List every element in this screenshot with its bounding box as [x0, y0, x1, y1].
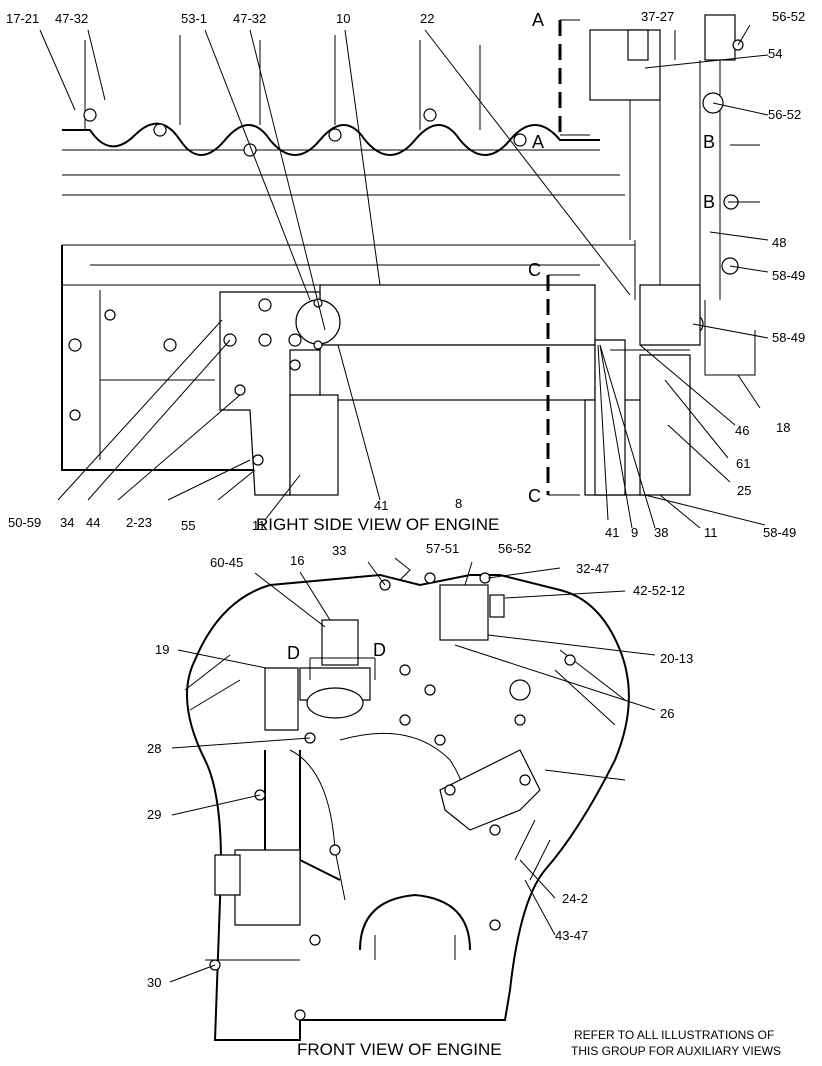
auxiliary-views-note-line-2: THIS GROUP FOR AUXILIARY VIEWS: [571, 1044, 781, 1058]
callout-47-32: 47-32: [233, 11, 266, 26]
leader-lines: [39, 24, 769, 983]
callout-11: 11: [704, 525, 718, 540]
callout-20-13: 20-13: [660, 651, 693, 666]
gasket: [306, 687, 364, 719]
bolt-head: [513, 133, 527, 147]
callout-17-21: 17-21: [6, 11, 39, 26]
flange-plate: [639, 284, 701, 346]
callout-61: 61: [736, 456, 750, 471]
callout-11: 11: [252, 518, 266, 533]
section-marker-a-bottom: A: [532, 132, 544, 152]
callout-42-52-12: 42-52-12: [633, 583, 685, 598]
bracket-right: [639, 354, 691, 496]
callout-26: 26: [660, 706, 674, 721]
section-marker-c-bottom: C: [528, 486, 541, 506]
callout-58-49: 58-49: [763, 525, 796, 540]
callout-41: 41: [605, 525, 619, 540]
right-side-view-title: RIGHT SIDE VIEW OF ENGINE: [256, 515, 499, 534]
callout-50-59: 50-59: [8, 515, 41, 530]
front-view-title: FRONT VIEW OF ENGINE: [297, 1040, 502, 1059]
bolt-head: [69, 409, 81, 421]
section-marker-a-top: A: [532, 10, 544, 30]
manifold-tube-lower: [319, 344, 596, 401]
callout-43-47: 43-47: [555, 928, 588, 943]
callout-8: 8: [455, 496, 462, 511]
callout-41: 41: [374, 498, 388, 513]
callout-58-49: 58-49: [772, 268, 805, 283]
bolt-head: [163, 338, 177, 352]
manifold-tube: [319, 284, 596, 346]
bolt-head: [328, 128, 342, 142]
bolt-head: [153, 123, 167, 137]
callout-37-27: 37-27: [641, 9, 674, 24]
callout-46: 46: [735, 423, 749, 438]
bolt-head: [68, 338, 82, 352]
callout-labels: 17-21 47-32 53-1 47-32 10 22 37-27 56-52…: [6, 9, 805, 990]
gear-housing: [289, 394, 339, 496]
callout-57-51: 57-51: [426, 541, 459, 556]
bolt-head: [423, 108, 437, 122]
section-marker-b-bottom: B: [703, 192, 715, 212]
bolt-head: [234, 384, 246, 396]
crank-bore: [359, 893, 471, 951]
section-marker-b-top: B: [703, 132, 715, 152]
callout-16: 16: [290, 553, 304, 568]
bolt-head: [258, 333, 272, 347]
callout-10: 10: [336, 11, 350, 26]
thermostat-housing: [439, 584, 489, 641]
callout-54: 54: [768, 46, 782, 61]
section-markers: A A B B C C D D: [287, 10, 715, 663]
callout-44: 44: [86, 515, 100, 530]
cover-plate: [439, 749, 541, 831]
engine-block-outline: [61, 245, 255, 471]
callout-33: 33: [332, 543, 346, 558]
bolt-head: [289, 359, 301, 371]
callout-48: 48: [772, 235, 786, 250]
right-side-view-drawing: [61, 14, 760, 496]
section-marker-d-left: D: [287, 643, 300, 663]
sensor-box: [589, 29, 661, 101]
callout-34: 34: [60, 515, 74, 530]
housing-19: [264, 667, 299, 731]
callout-22: 22: [420, 11, 434, 26]
callout-53-1: 53-1: [181, 11, 207, 26]
callout-19: 19: [155, 642, 169, 657]
callout-55: 55: [181, 518, 195, 533]
callout-60-45: 60-45: [210, 555, 243, 570]
housing-30: [234, 849, 301, 926]
valve-cover-outline: [62, 122, 600, 156]
callout-47-32: 47-32: [55, 11, 88, 26]
callout-56-52: 56-52: [498, 541, 531, 556]
callout-56-52: 56-52: [768, 107, 801, 122]
callout-58-49: 58-49: [772, 330, 805, 345]
relay: [704, 14, 736, 61]
auxiliary-views-note-line-1: REFER TO ALL ILLUSTRATIONS OF: [574, 1028, 774, 1042]
callout-18: 18: [776, 420, 790, 435]
front-cover-outline: [186, 573, 630, 1041]
callout-32-47: 32-47: [576, 561, 609, 576]
section-marker-c-top: C: [528, 260, 541, 280]
callout-24-2: 24-2: [562, 891, 588, 906]
bolt-head: [104, 309, 116, 321]
bolt-head: [288, 333, 302, 347]
bolt-head: [258, 298, 272, 312]
callout-9: 9: [631, 525, 638, 540]
front-view-drawing: [184, 557, 630, 1041]
callout-28: 28: [147, 741, 161, 756]
section-marker-d-right: D: [373, 640, 386, 660]
callout-38: 38: [654, 525, 668, 540]
bolt-head: [83, 108, 97, 122]
callout-25: 25: [737, 483, 751, 498]
callout-30: 30: [147, 975, 161, 990]
callout-29: 29: [147, 807, 161, 822]
callout-2-23: 2-23: [126, 515, 152, 530]
bolt-head: [252, 454, 264, 466]
callout-56-52: 56-52: [772, 9, 805, 24]
